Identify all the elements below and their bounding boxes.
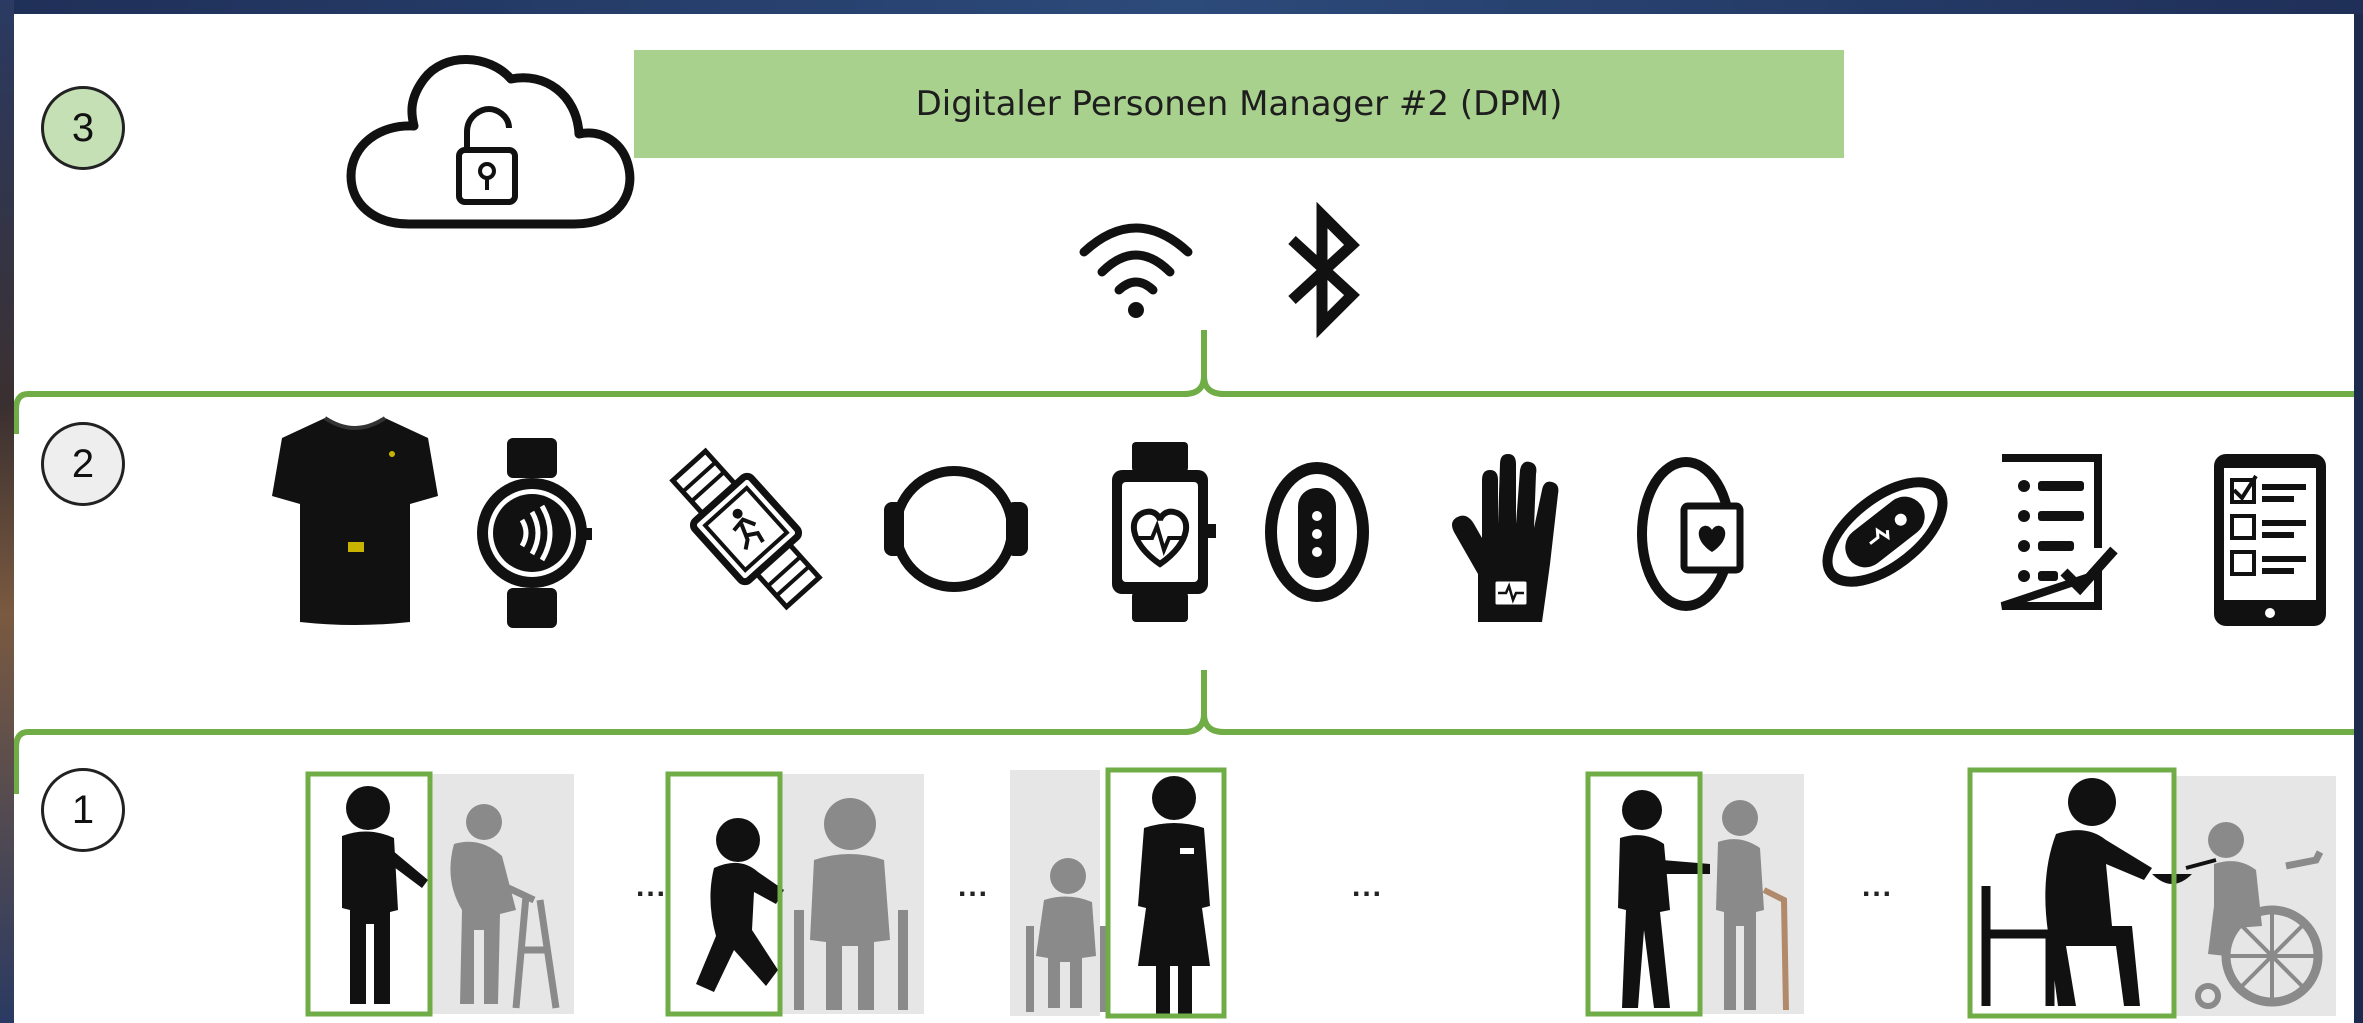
fitness-watch-icon <box>669 447 823 611</box>
wifi-icon <box>1079 223 1193 318</box>
activity-band-icon <box>1822 477 1948 587</box>
dpm-title: Digitaler Personen Manager #2 (DPM) <box>915 84 1563 124</box>
ellipsis-1: ... <box>636 870 668 903</box>
nfc-smartwatch-icon <box>477 438 592 628</box>
level-2-badge: 2 <box>41 422 125 506</box>
caregiver-wheelchair-icon <box>665 771 924 1017</box>
level-3-label: 3 <box>71 105 95 150</box>
ellipsis-2: ... <box>958 870 990 903</box>
heart-rate-watch-icon <box>1112 442 1216 622</box>
ellipsis-3: ... <box>1352 870 1384 903</box>
caregiver-cane-icon <box>1585 771 1804 1017</box>
level-3-badge: 3 <box>41 86 125 170</box>
level-1-label: 1 <box>71 787 95 832</box>
window-left-border <box>0 0 14 1023</box>
tablet-checklist-icon <box>2214 454 2326 626</box>
level-1-badge: 1 <box>41 768 125 852</box>
ellipsis-4: ... <box>1862 870 1894 903</box>
caregiver-feeding-icon <box>1967 767 2336 1019</box>
checklist-icon <box>2000 454 2118 610</box>
dpm-banner: Digitaler Personen Manager #2 (DPM) <box>634 50 1844 158</box>
bracket-level-2 <box>14 330 2354 794</box>
diagram-panel: 3 Digitaler Personen Manager #2 (DPM) 2 <box>14 14 2354 1023</box>
smart-glove-icon <box>1452 454 1559 622</box>
fitness-band-icon <box>1265 462 1369 602</box>
smart-shirt-icon <box>272 416 438 625</box>
heart-band-icon <box>1637 457 1744 611</box>
bluetooth-icon <box>1288 201 1360 339</box>
level-2-label: 2 <box>71 441 95 486</box>
cloud-lock-icon <box>346 55 635 229</box>
nurse-wheelchair-icon <box>1010 767 1227 1019</box>
caregiver-walker-icon <box>305 771 574 1017</box>
window-top-border <box>0 0 2363 14</box>
ring-tracker-icon <box>884 466 1028 592</box>
